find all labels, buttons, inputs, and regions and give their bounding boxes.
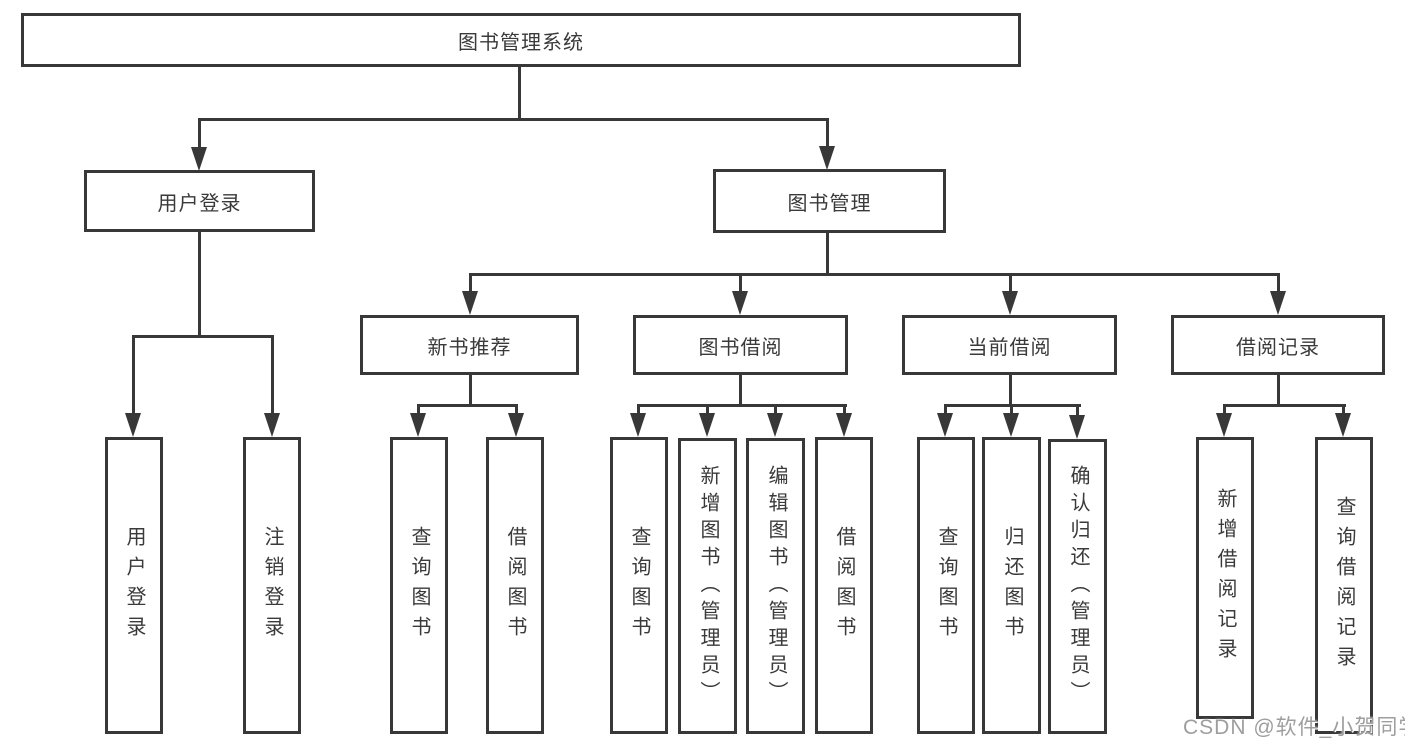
node-root: 图书管理系统 (21, 13, 1021, 67)
arrowhead-down-icon (732, 291, 748, 315)
leaf-return-books: 归还图书 (982, 437, 1041, 734)
connector-line (469, 273, 1280, 276)
connector-line (515, 404, 518, 415)
connector-line (417, 404, 420, 415)
leaf-user-login: 用户登录 (105, 437, 163, 734)
connector-line (417, 404, 518, 407)
node-book-borrow: 图书借阅 (633, 315, 848, 375)
node-current-borrow: 当前借阅 (902, 315, 1117, 375)
leaf-add-book-admin: 新增图书（管理员） (678, 438, 737, 734)
arrowhead-down-icon (1002, 291, 1018, 315)
connector-line (132, 335, 274, 338)
node-new-book-recommend: 新书推荐 (360, 315, 579, 375)
connector-line (1010, 404, 1013, 415)
connector-line (826, 118, 829, 148)
connector-line (132, 335, 135, 415)
connector-line (944, 404, 947, 415)
leaf-query-borrow-record: 查询借阅记录 (1315, 437, 1373, 734)
node-borrow-records: 借阅记录 (1171, 315, 1385, 375)
arrowhead-down-icon (630, 413, 646, 437)
arrowhead-down-icon (836, 413, 852, 437)
watermark: CSDN @软件_小贺同学 (1183, 716, 1405, 739)
arrowhead-down-icon (937, 413, 953, 437)
connector-line (1009, 273, 1012, 293)
connector-line (706, 404, 709, 415)
connector-line (469, 273, 472, 293)
leaf-logout: 注销登录 (243, 437, 301, 734)
connector-line (739, 273, 742, 293)
leaf-query-books-1: 查询图书 (390, 437, 448, 734)
leaf-borrow-books-1: 借阅图书 (486, 437, 544, 734)
connector-line (637, 404, 847, 407)
connector-line (469, 375, 472, 406)
connector-line (774, 404, 777, 415)
connector-line (1342, 404, 1345, 415)
arrowhead-down-icon (191, 147, 207, 171)
connector-line (1076, 404, 1079, 415)
connector-line (1223, 404, 1346, 407)
leaf-add-borrow-record: 新增借阅记录 (1196, 437, 1254, 719)
arrowhead-down-icon (1335, 413, 1351, 437)
arrowhead-down-icon (410, 413, 426, 437)
connector-line (518, 66, 521, 119)
arrowhead-down-icon (508, 413, 524, 437)
arrowhead-down-icon (1003, 413, 1019, 437)
arrowhead-down-icon (462, 291, 478, 315)
connector-line (637, 404, 640, 415)
arrowhead-down-icon (767, 413, 783, 437)
connector-line (198, 232, 201, 337)
connector-line (271, 335, 274, 415)
connector-line (198, 118, 829, 121)
connector-line (843, 404, 846, 415)
connector-line (198, 118, 201, 149)
leaf-confirm-return-admin: 确认归还（管理员） (1048, 439, 1107, 734)
arrowhead-down-icon (1270, 291, 1286, 315)
connector-line (1277, 375, 1280, 406)
leaf-borrow-books-2: 借阅图书 (815, 437, 873, 734)
leaf-query-books-2: 查询图书 (610, 437, 668, 734)
node-book-management: 图书管理 (713, 169, 946, 233)
arrowhead-down-icon (1069, 415, 1085, 439)
arrowhead-down-icon (264, 413, 280, 437)
connector-line (1277, 273, 1280, 293)
arrowhead-down-icon (819, 146, 835, 170)
connector-line (826, 233, 829, 275)
connector-line (1009, 375, 1012, 406)
leaf-query-books-3: 查询图书 (917, 437, 975, 734)
arrowhead-down-icon (1216, 413, 1232, 437)
arrowhead-down-icon (699, 413, 715, 437)
arrowhead-down-icon (125, 413, 141, 437)
node-user-login: 用户登录 (84, 170, 315, 232)
connector-line (739, 375, 742, 406)
connector-line (1223, 404, 1226, 415)
leaf-edit-book-admin: 编辑图书（管理员） (746, 438, 805, 734)
